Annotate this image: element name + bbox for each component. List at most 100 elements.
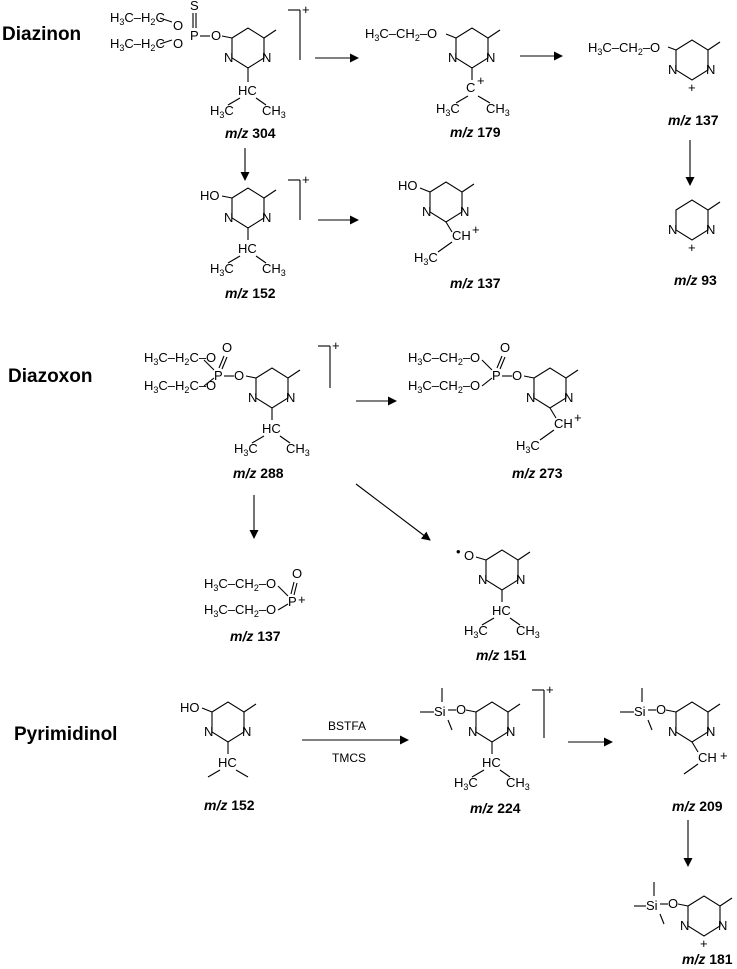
arrow-288-to-151 bbox=[355, 483, 431, 541]
svg-text:+: + bbox=[332, 338, 340, 353]
svg-text:+: + bbox=[477, 73, 485, 88]
svg-text:N: N bbox=[478, 572, 487, 587]
svg-text:N: N bbox=[242, 724, 251, 739]
svg-text:H3C: H3C bbox=[454, 775, 478, 792]
svg-text:N: N bbox=[680, 918, 689, 933]
svg-text:HC: HC bbox=[482, 755, 501, 770]
svg-text:H3C: H3C bbox=[516, 438, 540, 455]
mz-label-93: m/z 93 bbox=[674, 272, 717, 288]
svg-text:HO: HO bbox=[398, 178, 418, 193]
svg-text:C: C bbox=[466, 80, 475, 95]
svg-text:H3C: H3C bbox=[414, 250, 438, 267]
svg-text:N: N bbox=[460, 204, 469, 219]
svg-text:CH3: CH3 bbox=[516, 623, 540, 640]
svg-text:CH3: CH3 bbox=[262, 261, 286, 278]
structure-diazinon-93: N N + bbox=[668, 199, 721, 255]
section-title-pyrimidinol: Pyrimidinol bbox=[14, 724, 117, 745]
svg-text:O: O bbox=[173, 18, 183, 33]
svg-text:H3C–CH2–O: H3C–CH2–O bbox=[408, 378, 480, 395]
svg-text:N: N bbox=[448, 50, 457, 65]
reagent-tmcs: TMCS bbox=[332, 751, 366, 765]
svg-text:CH3: CH3 bbox=[262, 103, 286, 120]
svg-text:+: + bbox=[546, 682, 554, 697]
svg-text:H3C–H2C: H3C–H2C bbox=[110, 36, 165, 53]
svg-text:N: N bbox=[564, 390, 573, 405]
structure-diazinon-152: HO N N HC H3C CH3 + bbox=[200, 172, 310, 278]
svg-text:P: P bbox=[190, 28, 199, 43]
svg-text:HC: HC bbox=[238, 241, 257, 256]
structure-diazoxon-137: H3C–CH2–O H3C–CH2–O P + O bbox=[204, 566, 306, 619]
svg-text:N: N bbox=[486, 50, 495, 65]
svg-text:N: N bbox=[668, 222, 677, 237]
svg-text:N: N bbox=[468, 724, 477, 739]
svg-text:N: N bbox=[422, 204, 431, 219]
svg-text:N: N bbox=[262, 50, 271, 65]
svg-text:HC: HC bbox=[218, 755, 237, 770]
svg-text:H3C–H2C–O: H3C–H2C–O bbox=[144, 378, 216, 395]
svg-text:N: N bbox=[706, 222, 715, 237]
mz-label-151: m/z 151 bbox=[476, 647, 527, 663]
svg-text:H3C–CH2–O: H3C–CH2–O bbox=[588, 40, 660, 57]
mz-label-288: m/z 288 bbox=[233, 465, 284, 481]
svg-text:N: N bbox=[262, 210, 271, 225]
svg-text:H3C–CH2–O: H3C–CH2–O bbox=[204, 576, 276, 593]
svg-text:O: O bbox=[656, 702, 666, 717]
svg-text:N: N bbox=[506, 724, 515, 739]
svg-text:O: O bbox=[292, 566, 302, 581]
structure-pyrimidinol-209: Si O N N CH + bbox=[620, 688, 728, 775]
svg-text:N: N bbox=[224, 50, 233, 65]
svg-text:CH3: CH3 bbox=[486, 101, 510, 118]
svg-text:H3C: H3C bbox=[234, 441, 258, 458]
svg-text:CH3: CH3 bbox=[286, 441, 310, 458]
svg-text:N: N bbox=[516, 572, 525, 587]
structure-pyrimidinol-224: Si O N N HC H3C CH3 + bbox=[420, 682, 554, 792]
structure-diazinon-137b: HO N N CH + H3C bbox=[398, 178, 480, 267]
svg-text:CH: CH bbox=[698, 750, 717, 765]
svg-text:+: + bbox=[472, 222, 480, 237]
structure-pyrimidinol-152: HO N N HC bbox=[180, 700, 257, 778]
svg-text:H3C–H2C: H3C–H2C bbox=[110, 10, 165, 27]
mz-label-304: m/z 304 bbox=[225, 125, 276, 141]
svg-text:H3C–H2C–O: H3C–H2C–O bbox=[144, 350, 216, 367]
section-title-diazinon: Diazinon bbox=[2, 24, 81, 45]
structure-diazinon-304: H3C–H2C H3C–H2C O O P S O N N HC H3C CH3… bbox=[110, 0, 310, 120]
svg-text:+: + bbox=[700, 936, 708, 951]
svg-text:Si: Si bbox=[434, 704, 446, 719]
svg-text:+: + bbox=[688, 240, 696, 255]
svg-text:N: N bbox=[668, 62, 677, 77]
svg-text:H3C: H3C bbox=[436, 101, 460, 118]
svg-text:S: S bbox=[190, 0, 199, 13]
svg-text:+: + bbox=[720, 748, 728, 763]
svg-text:H3C: H3C bbox=[210, 261, 234, 278]
svg-text:HC: HC bbox=[238, 83, 257, 98]
section-title-diazoxon: Diazoxon bbox=[8, 366, 92, 387]
svg-text:O: O bbox=[668, 896, 678, 911]
svg-text:N: N bbox=[526, 390, 535, 405]
svg-text:CH: CH bbox=[452, 228, 471, 243]
svg-text:HC: HC bbox=[262, 421, 281, 436]
svg-text:Si: Si bbox=[634, 704, 646, 719]
svg-text:H3C: H3C bbox=[210, 103, 234, 120]
svg-text:O: O bbox=[173, 36, 183, 51]
svg-text:CH: CH bbox=[554, 416, 573, 431]
svg-text:H3C: H3C bbox=[464, 623, 488, 640]
mz-label-224: m/z 224 bbox=[470, 800, 521, 816]
svg-text:HO: HO bbox=[200, 188, 220, 203]
svg-text:H3C–CH2–O: H3C–CH2–O bbox=[408, 350, 480, 367]
svg-text:+: + bbox=[298, 592, 306, 607]
svg-text:N: N bbox=[204, 724, 213, 739]
mz-label-181: m/z 181 bbox=[682, 951, 733, 967]
svg-text:+: + bbox=[688, 80, 696, 95]
svg-text:+: + bbox=[302, 172, 310, 187]
svg-text:O: O bbox=[234, 368, 244, 383]
svg-text:CH3: CH3 bbox=[506, 775, 530, 792]
svg-text:O: O bbox=[211, 28, 221, 43]
structure-diazoxon-288: H3C–H2C–O H3C–H2C–O P O O N N HC H3C CH3… bbox=[144, 338, 340, 458]
mz-label-152b: m/z 152 bbox=[204, 797, 255, 813]
svg-text:N: N bbox=[706, 724, 715, 739]
svg-text:P: P bbox=[492, 368, 501, 383]
svg-text:H3C–CH2–O: H3C–CH2–O bbox=[204, 602, 276, 619]
mz-label-152a: m/z 152 bbox=[225, 285, 276, 301]
svg-text:H3C–CH2–O: H3C–CH2–O bbox=[365, 26, 437, 43]
mz-label-179: m/z 179 bbox=[450, 124, 501, 140]
